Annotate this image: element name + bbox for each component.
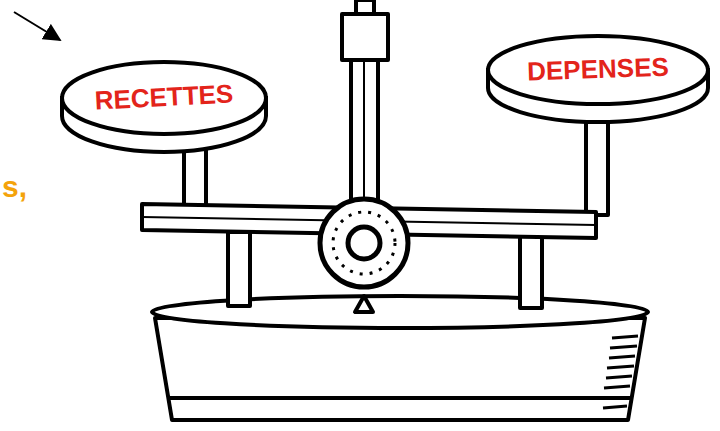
base-hatching (603, 336, 638, 408)
left-leg (228, 232, 250, 306)
dial-wheel (320, 199, 408, 287)
leader-arrow (14, 12, 60, 40)
dial-ticks (333, 212, 395, 274)
center-column (351, 58, 378, 208)
dial-hub (348, 227, 380, 259)
base-band (168, 396, 632, 400)
text-fragment: s, (2, 170, 27, 204)
scale-pan: DEPENSES (484, 32, 712, 124)
pointer-triangle (355, 296, 373, 312)
right-pan-stem (586, 115, 608, 215)
column-cap (356, 0, 374, 14)
right-leg (520, 236, 542, 308)
column-head (342, 14, 388, 60)
column-line (363, 62, 365, 200)
scale-base (155, 318, 645, 420)
scale-pan: RECETTES (60, 58, 268, 154)
